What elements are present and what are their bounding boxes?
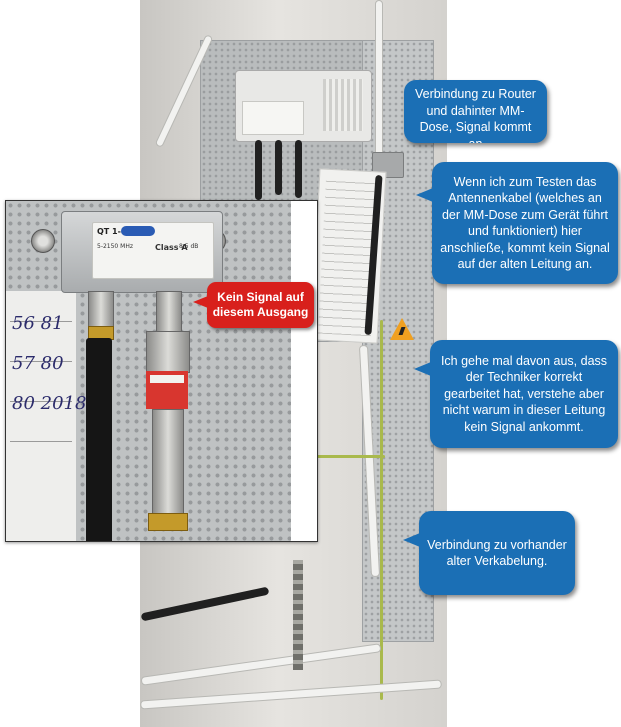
terminal-strip [293, 560, 303, 670]
handwritten-paper: 56 81 57 80 80 2018 [6, 291, 86, 541]
ground-wire [380, 320, 383, 700]
callout-technician: Ich gehe mal davon aus, dass der Technik… [414, 340, 618, 448]
callout-old-wiring: Verbindung zu vorhander alter Verkabelun… [403, 511, 575, 595]
ground-wire [315, 455, 385, 458]
gold-ring [148, 513, 188, 531]
callout-router-connection: Verbindung zu Router und dahinter MM-Dos… [404, 80, 547, 143]
black-cable [275, 140, 282, 195]
callout-no-signal: Kein Signal auf diesem Ausgang [193, 282, 314, 328]
device-label [242, 101, 304, 135]
splitter-spec: Class A [155, 243, 188, 252]
red-filter-band [146, 371, 188, 409]
coax-splitter [372, 152, 404, 178]
screw [31, 229, 55, 253]
handwritten-note: 80 2018 [12, 393, 87, 414]
handwritten-note: 57 80 [12, 353, 64, 374]
splitter-spec: 5-2150 MHz [97, 243, 133, 250]
coax-connector [152, 409, 184, 521]
black-cable [295, 140, 302, 198]
inset-photo: 56 81 57 80 80 2018 QT 1-8 5-2150 MHz Cl… [5, 200, 318, 542]
splitter-spec: 8,5 dB [179, 243, 199, 250]
coax-connector [156, 291, 182, 333]
handwritten-note: 56 81 [12, 313, 64, 334]
splitter-label: QT 1-8 5-2150 MHz Class A 8,5 dB [92, 222, 214, 279]
black-coax-cable [86, 338, 112, 541]
modem-device [235, 70, 372, 142]
device-vent [323, 79, 363, 131]
callout-testing: Wenn ich zum Testen das Antennenkabel (w… [416, 162, 618, 284]
high-voltage-warning-icon [390, 318, 414, 340]
white-cable [375, 0, 383, 162]
brand-logo [121, 226, 155, 236]
coax-splitter-closeup: QT 1-8 5-2150 MHz Class A 8,5 dB [61, 211, 223, 293]
coax-connector [146, 331, 190, 373]
splitter-model: QT 1-8 [97, 227, 127, 236]
black-cable [255, 140, 262, 200]
